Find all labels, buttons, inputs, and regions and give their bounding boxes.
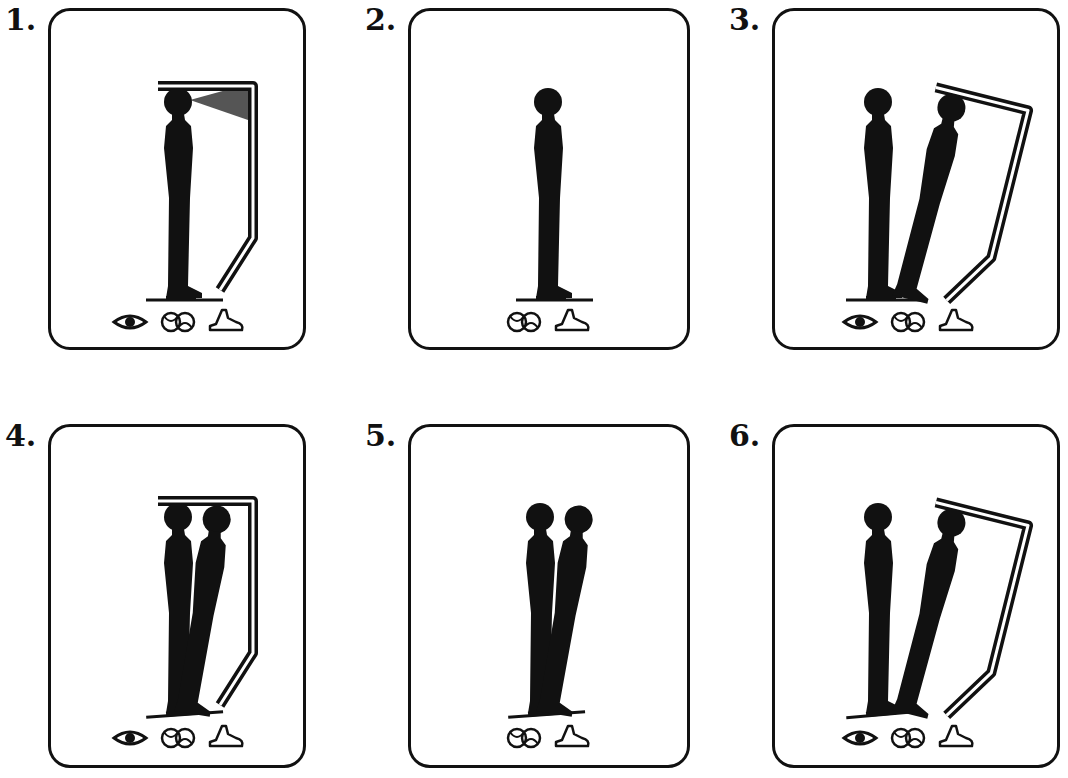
condition-panel: 5. [408, 424, 690, 768]
panel-number: 2. [365, 5, 396, 35]
condition-panel: 4. [48, 424, 306, 768]
panel-number: 4. [5, 421, 36, 451]
panel-number: 5. [365, 421, 396, 451]
panel-number: 1. [5, 5, 36, 35]
condition-panel: 1. [48, 8, 306, 350]
condition-panel: 2. [408, 8, 690, 350]
condition-panel: 3. [772, 8, 1060, 350]
panel-number: 3. [729, 5, 760, 35]
panel-number: 6. [729, 421, 760, 451]
condition-panel: 6. [772, 424, 1060, 768]
